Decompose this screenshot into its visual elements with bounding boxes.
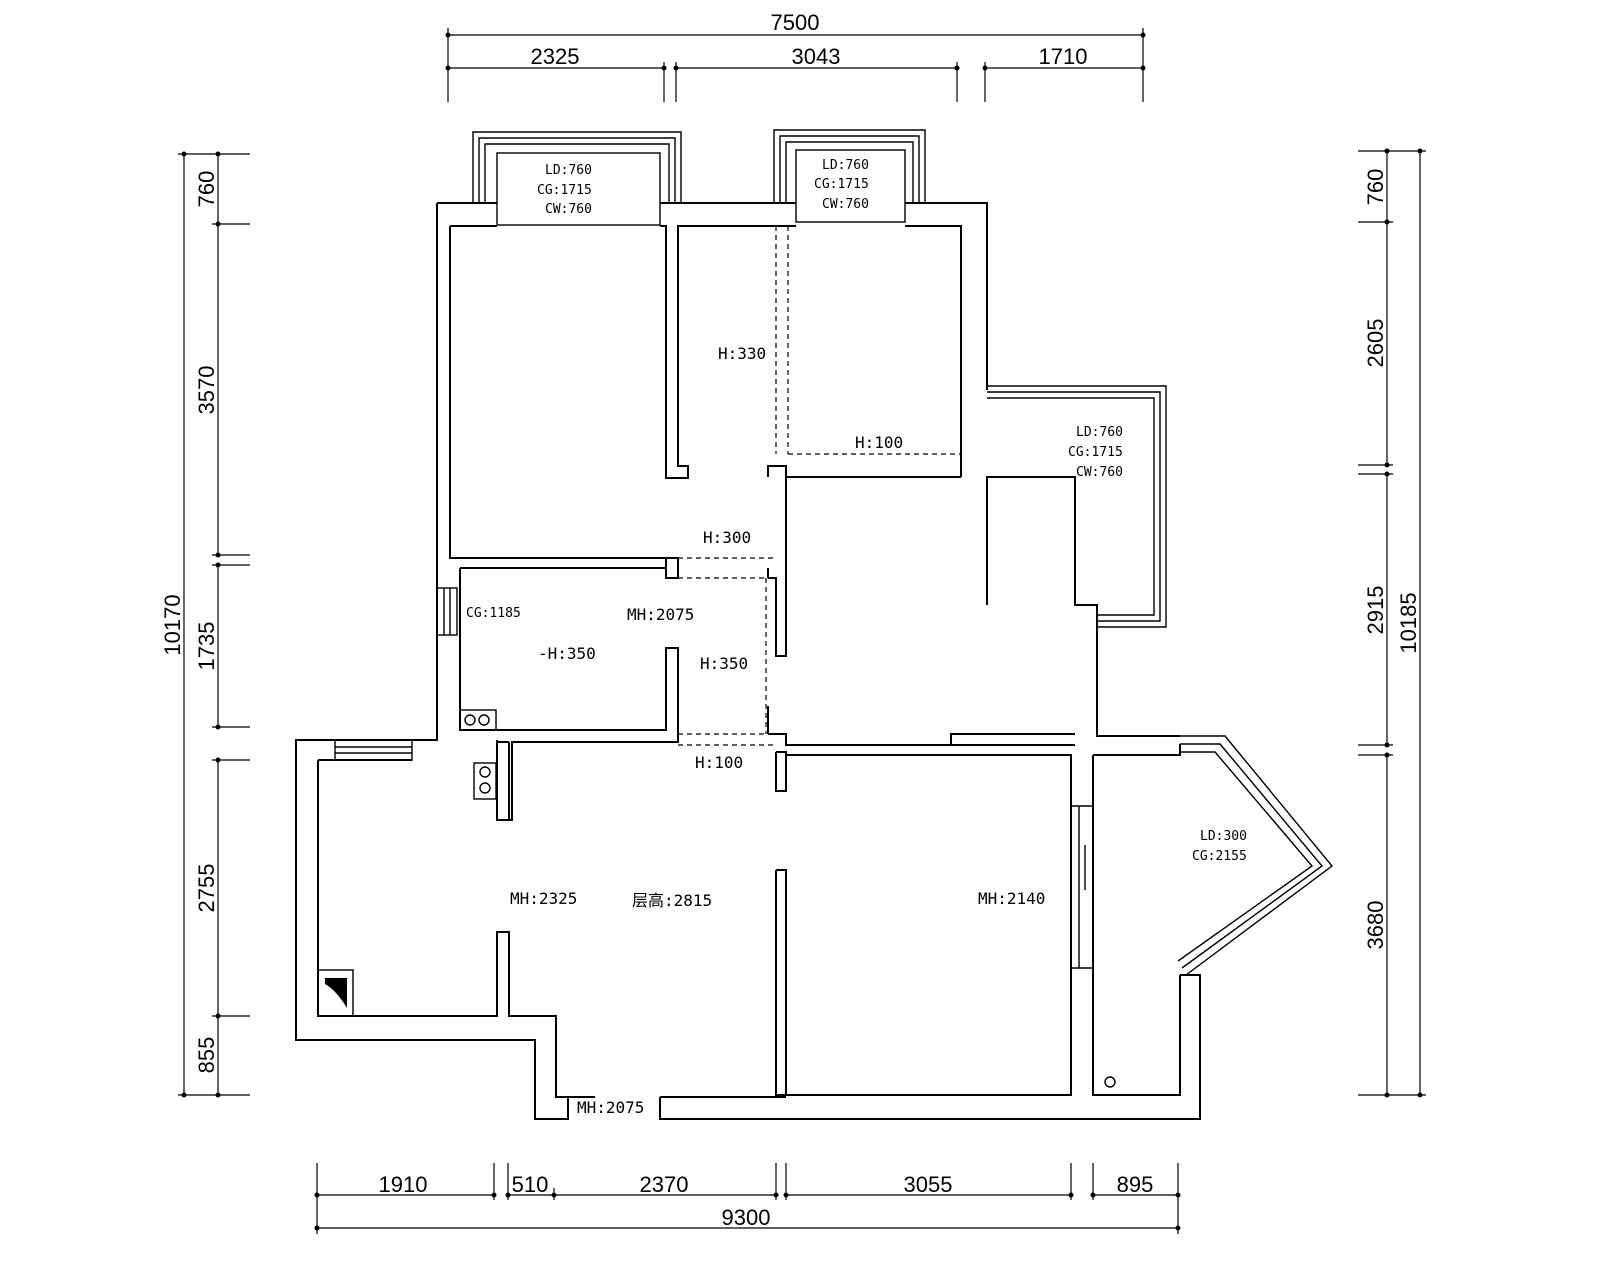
bottom-dimensions: 1910 510 2370 3055 895 9300 bbox=[314, 1163, 1181, 1234]
corner-ld: LD:300 bbox=[1200, 829, 1247, 844]
note-ceiling: 层高:2815 bbox=[632, 891, 712, 910]
top-total-dim: 7500 bbox=[771, 10, 820, 35]
bottom-dim-4: 3055 bbox=[904, 1172, 953, 1197]
bay-mid-cw: CW:760 bbox=[822, 197, 869, 212]
right-dimensions: 10185 760 2605 2915 3680 bbox=[1358, 148, 1426, 1098]
room-notes: H:330 H:100 H:300 CG:1185 MH:2075 -H:350… bbox=[466, 344, 1045, 1117]
note-h350-right: H:350 bbox=[700, 654, 748, 673]
left-dim-5: 855 bbox=[194, 1037, 219, 1074]
top-dim-1: 2325 bbox=[531, 44, 580, 69]
corner-cg: CG:2155 bbox=[1192, 849, 1247, 864]
left-dim-1: 760 bbox=[194, 171, 219, 208]
window-notes: LD:760 CG:1715 CW:760 LD:760 CG:1715 CW:… bbox=[537, 158, 1247, 864]
openings bbox=[678, 226, 961, 746]
walls bbox=[295, 129, 1334, 1120]
left-dim-4: 2755 bbox=[194, 864, 219, 913]
bay-mid-ld: LD:760 bbox=[822, 158, 869, 173]
right-dim-2: 2605 bbox=[1363, 319, 1388, 368]
left-dim-3: 1735 bbox=[194, 622, 219, 671]
bottom-dim-2: 510 bbox=[512, 1172, 549, 1197]
left-total-dim: 10170 bbox=[160, 594, 185, 655]
bay-left-cg: CG:1715 bbox=[537, 183, 592, 198]
left-dim-2: 3570 bbox=[194, 366, 219, 415]
bay-right-ld: LD:760 bbox=[1076, 425, 1123, 440]
note-mh2075-bottom: MH:2075 bbox=[577, 1098, 644, 1117]
note-h300: H:300 bbox=[703, 528, 751, 547]
bottom-dim-5: 895 bbox=[1117, 1172, 1154, 1197]
bay-mid-cg: CG:1715 bbox=[814, 177, 869, 192]
bay-right-cg: CG:1715 bbox=[1068, 445, 1123, 460]
top-dim-3: 1710 bbox=[1039, 44, 1088, 69]
bottom-dim-3: 2370 bbox=[640, 1172, 689, 1197]
bay-right-cw: CW:760 bbox=[1076, 465, 1123, 480]
top-dim-2: 3043 bbox=[792, 44, 841, 69]
bottom-total-dim: 9300 bbox=[722, 1205, 771, 1230]
note-mh2140: MH:2140 bbox=[978, 889, 1045, 908]
note-h350-left: -H:350 bbox=[538, 644, 596, 663]
note-h100-mid: H:100 bbox=[695, 753, 743, 772]
note-mh2325: MH:2325 bbox=[510, 889, 577, 908]
note-h100-top: H:100 bbox=[855, 433, 903, 452]
right-dim-4: 3680 bbox=[1363, 901, 1388, 950]
right-dim-3: 2915 bbox=[1363, 586, 1388, 635]
left-dimensions: 10170 760 3570 1735 2755 855 bbox=[160, 151, 250, 1098]
note-h330: H:330 bbox=[718, 344, 766, 363]
top-dimensions: 7500 2325 3043 1710 bbox=[445, 10, 1146, 102]
bottom-dim-1: 1910 bbox=[379, 1172, 428, 1197]
right-dim-1: 760 bbox=[1363, 169, 1388, 206]
right-total-dim: 10185 bbox=[1396, 592, 1421, 653]
note-cg1185: CG:1185 bbox=[466, 606, 521, 621]
note-mh2075-mid: MH:2075 bbox=[627, 605, 694, 624]
bay-left-cw: CW:760 bbox=[545, 202, 592, 217]
bay-left-ld: LD:760 bbox=[545, 163, 592, 178]
fixtures bbox=[317, 587, 1116, 1088]
